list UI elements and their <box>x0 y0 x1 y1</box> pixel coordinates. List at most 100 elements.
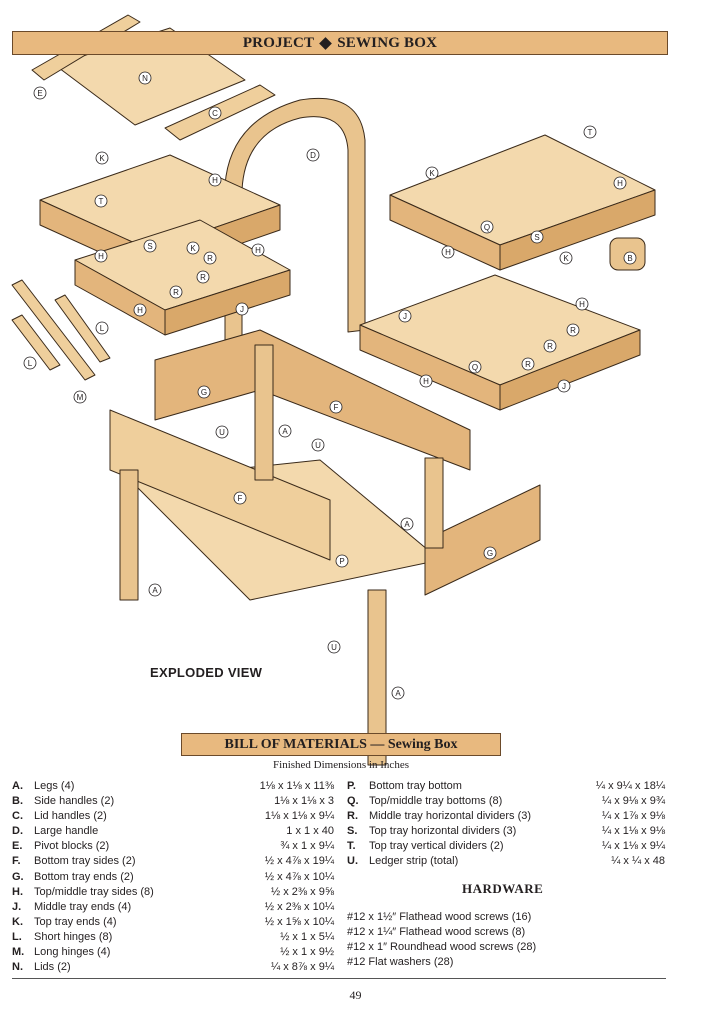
part-callout-n: N <box>138 71 152 85</box>
svg-text:H: H <box>579 300 585 309</box>
part-callout-j: J <box>557 379 571 393</box>
hinge <box>54 294 111 363</box>
bom-name: Top/middle tray bottoms (8) <box>369 795 503 808</box>
bom-row: G.Bottom tray ends (2)½ x 4⅞ x 10¼ <box>12 870 334 885</box>
bom-dims: ¼ x 1⅛ x 9¼ <box>602 840 665 853</box>
bom-row: K.Top tray ends (4)½ x 1⅝ x 10¼ <box>12 915 334 930</box>
svg-text:C: C <box>212 109 218 118</box>
part-callout-h: H <box>94 249 108 263</box>
svg-text:P: P <box>339 557 344 566</box>
bom-name: Lids (2) <box>34 961 71 974</box>
hardware-item: #12 x 1½″ Flathead wood screws (16) <box>347 911 532 923</box>
svg-text:T: T <box>588 128 593 137</box>
part-callout-q: Q <box>468 360 482 374</box>
bom-letter: N. <box>12 961 23 974</box>
svg-text:A: A <box>152 586 158 595</box>
bom-dims: 1 x 1 x 40 <box>286 825 334 838</box>
bom-letter: Q. <box>347 795 359 808</box>
svg-text:L: L <box>28 359 33 368</box>
part-callout-l: L <box>95 321 109 335</box>
leg <box>254 344 274 481</box>
part-callout-r: R <box>203 251 217 265</box>
part-callout-g: G <box>483 546 497 560</box>
svg-text:H: H <box>255 246 261 255</box>
bom-letter: F. <box>12 855 21 868</box>
svg-text:A: A <box>395 689 401 698</box>
bom-dims: ½ x 2⅜ x 9⅝ <box>271 885 334 898</box>
part-callout-l: L <box>23 356 37 370</box>
project-title-banner: PROJECT SEWING BOX <box>12 31 668 55</box>
svg-text:F: F <box>238 494 243 503</box>
page-number: 49 <box>349 988 362 1002</box>
bom-row: T.Top tray vertical dividers (2)¼ x 1⅛ x… <box>347 839 665 854</box>
part-callout-r: R <box>196 270 210 284</box>
bom-name: Side handles (2) <box>34 795 115 808</box>
bom-name: Lid handles (2) <box>34 810 107 823</box>
bom-letter: T. <box>347 840 356 853</box>
part-callout-p: P <box>335 554 349 568</box>
bom-name: Top tray horizontal dividers (3) <box>369 825 517 838</box>
part-callout-h: H <box>441 245 455 259</box>
bom-row: M.Long hinges (4)½ x 1 x 9½ <box>12 945 334 960</box>
bom-row: E.Pivot blocks (2)¾ x 1 x 9¼ <box>12 839 334 854</box>
part-callout-s: S <box>530 230 544 244</box>
part-callout-c: C <box>208 106 222 120</box>
part-callout-u: U <box>215 425 229 439</box>
diamond-icon <box>319 36 333 50</box>
part-callout-g: G <box>197 385 211 399</box>
part-callout-f: F <box>329 400 343 414</box>
part-callout-r: R <box>543 339 557 353</box>
hardware-title: HARDWARE <box>462 881 544 896</box>
part-callout-d: D <box>306 148 320 162</box>
svg-text:H: H <box>98 252 104 261</box>
bom-dims: ¼ x ¼ x 48 <box>611 855 665 868</box>
svg-text:N: N <box>142 74 148 83</box>
svg-text:U: U <box>315 441 321 450</box>
svg-text:T: T <box>99 197 104 206</box>
leg <box>367 589 387 766</box>
bom-row: H.Top/middle tray sides (8)½ x 2⅜ x 9⅝ <box>12 885 334 900</box>
bom-name: Large handle <box>34 825 99 838</box>
bom-row: A.Legs (4)1⅛ x 1⅛ x 11⅜ <box>12 779 334 794</box>
svg-text:F: F <box>334 403 339 412</box>
part-callout-a: A <box>391 686 405 700</box>
leg <box>424 457 444 549</box>
bom-name: Short hinges (8) <box>34 930 113 943</box>
leg <box>119 469 139 601</box>
bom-name: Top/middle tray sides (8) <box>34 885 154 898</box>
bom-letter: J. <box>12 900 22 913</box>
svg-text:Q: Q <box>472 363 478 372</box>
svg-text:K: K <box>190 244 196 253</box>
bom-letter: A. <box>12 780 23 792</box>
part-callout-a: A <box>148 583 162 597</box>
bom-name: Bottom tray bottom <box>369 780 462 792</box>
part-callout-r: R <box>566 323 580 337</box>
bom-letter: G. <box>12 870 24 883</box>
svg-text:R: R <box>547 342 553 351</box>
svg-text:R: R <box>200 273 206 282</box>
part-callout-f: F <box>233 491 247 505</box>
header-left: PROJECT <box>242 34 315 51</box>
bom-dims: 1⅛ x 1⅛ x 3 <box>274 795 334 808</box>
bom-name: Top tray ends (4) <box>34 915 117 928</box>
bom-name: Legs (4) <box>34 780 75 792</box>
svg-text:B: B <box>627 254 632 263</box>
bom-letter: S. <box>347 825 358 838</box>
svg-text:G: G <box>487 549 493 558</box>
bom-row: Q.Top/middle tray bottoms (8)¼ x 9⅛ x 9¾ <box>347 794 665 809</box>
bom-row: F.Bottom tray sides (2)½ x 4⅞ x 19¼ <box>12 854 334 869</box>
bom-row: J.Middle tray ends (4)½ x 2⅜ x 10¼ <box>12 900 334 915</box>
bom-row: N.Lids (2)¼ x 8⅞ x 9¼ <box>12 960 334 975</box>
hardware-item: #12 x 1″ Roundhead wood screws (28) <box>347 941 537 954</box>
part-callout-q: Q <box>480 220 494 234</box>
svg-text:G: G <box>201 388 207 397</box>
svg-text:A: A <box>404 520 410 529</box>
part-callout-k: K <box>95 151 109 165</box>
svg-text:A: A <box>282 427 288 436</box>
